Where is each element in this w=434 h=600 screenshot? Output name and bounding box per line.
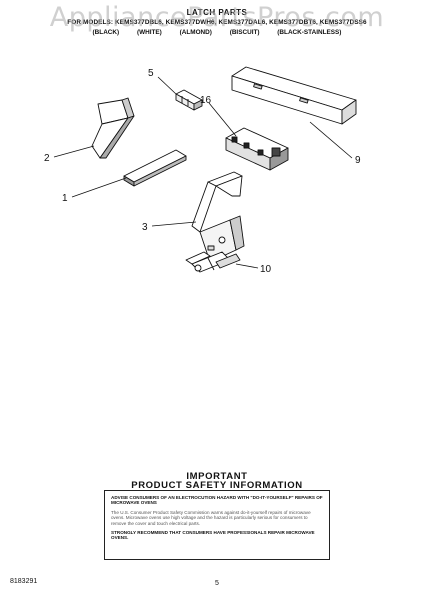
- page-title: LATCH PARTS: [186, 8, 248, 17]
- callout-10: 10: [260, 264, 272, 275]
- callout-1: 1: [62, 193, 68, 204]
- safety-warning-text: ADVISE CONSUMERS OF AN ELECTROCUTION HAZ…: [111, 495, 323, 506]
- part-2-guard: [91, 97, 135, 159]
- safety-notice-box: ADVISE CONSUMERS OF AN ELECTROCUTION HAZ…: [104, 490, 330, 560]
- callout-3: 3: [142, 222, 148, 233]
- model-list: FOR MODELS: KEMS377DBL6, KEMS377DWH6, KE…: [67, 19, 367, 26]
- callout-16: 16: [200, 95, 212, 106]
- color-label: (ALMOND): [179, 29, 212, 36]
- watermark: AppliancePartsPros.com: [49, 2, 385, 33]
- color-list: (BLACK) (WHITE) (ALMOND) (BISCUIT) (BLAC…: [0, 29, 434, 36]
- part-10-lever: [185, 251, 241, 273]
- callout-5: 5: [148, 68, 154, 79]
- safety-heading-important: IMPORTANT: [186, 471, 248, 482]
- part-1-strip: [123, 149, 187, 187]
- document-number: 8183291: [10, 578, 38, 585]
- safety-recommend-text: STRONGLY RECOMMEND THAT CONSUMERS HAVE P…: [111, 530, 315, 541]
- color-label: (BISCUIT): [229, 29, 260, 36]
- color-label: (BLACK): [92, 29, 120, 36]
- page-number: 5: [215, 580, 219, 587]
- part-5-small-block: [175, 89, 203, 111]
- part-16-switch-assembly: [225, 127, 289, 171]
- safety-body-text: The U.S. Consumer Product Safety Commiss…: [111, 509, 311, 526]
- part-9-latch-bracket: [231, 66, 357, 125]
- safety-heading-product: PRODUCT SAFETY INFORMATION: [131, 480, 303, 491]
- callout-9: 9: [355, 155, 361, 166]
- color-label: (WHITE): [136, 29, 162, 36]
- callout-2: 2: [44, 153, 50, 164]
- part-3-bracket: [191, 171, 245, 263]
- color-label: (BLACK-STAINLESS): [277, 29, 342, 36]
